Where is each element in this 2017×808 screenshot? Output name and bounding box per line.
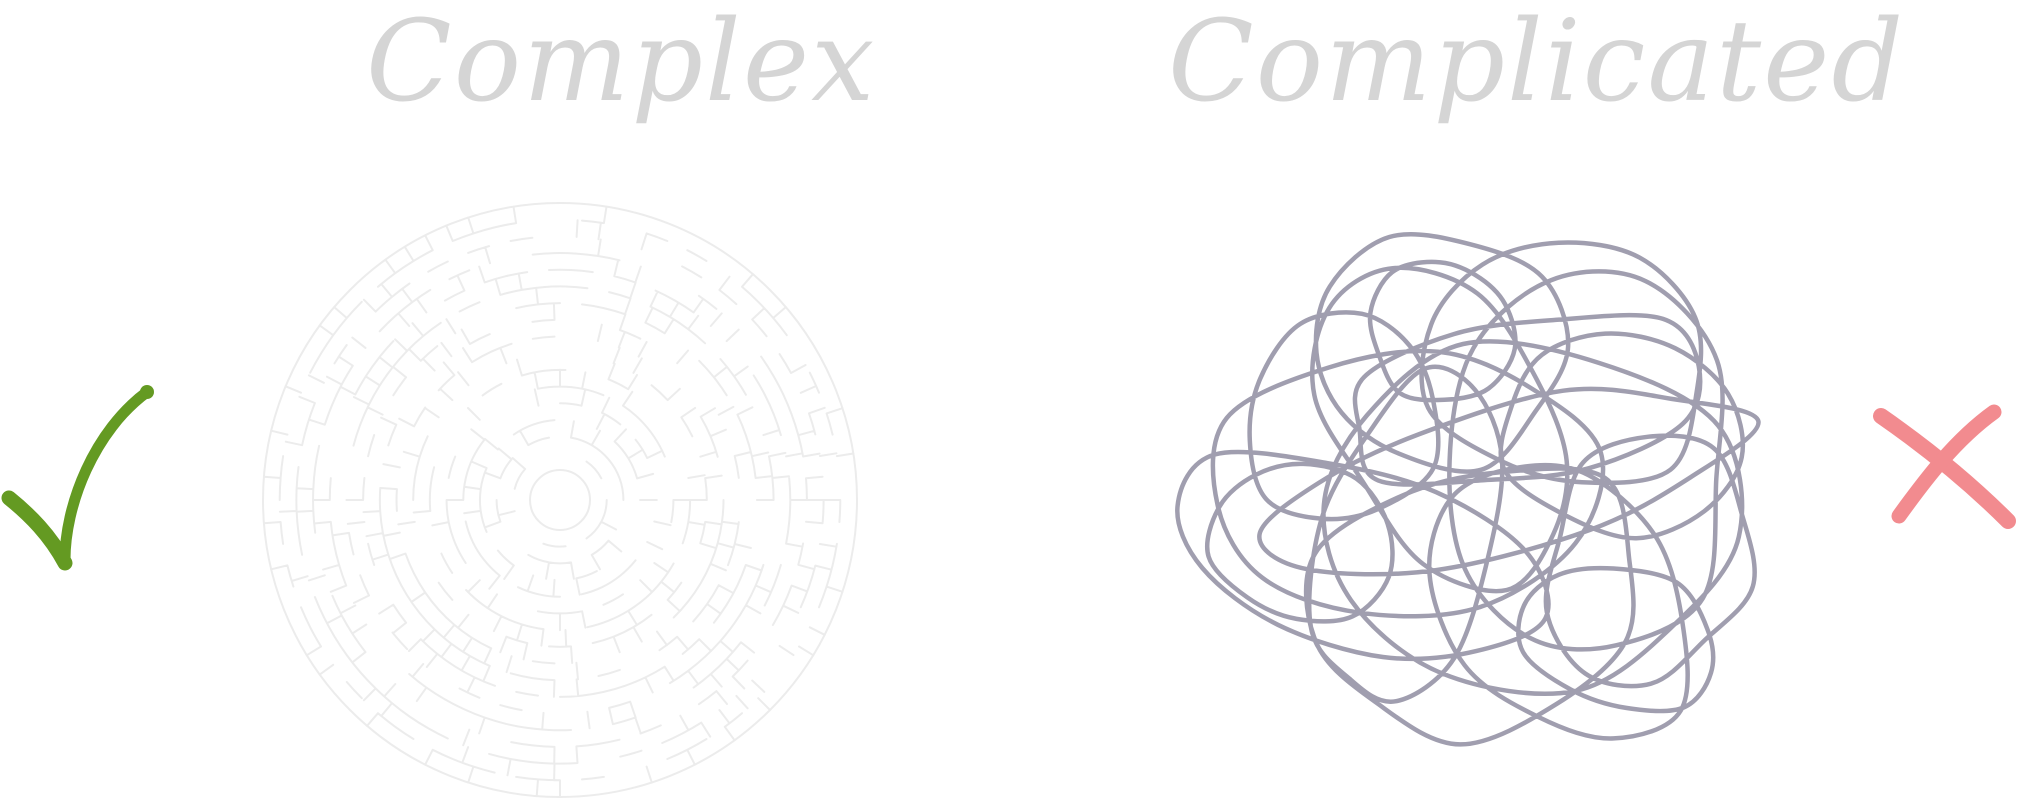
x-mark-icon xyxy=(1873,404,2016,529)
tangled-scribble-icon xyxy=(1175,231,1761,747)
complex-heading: Complex xyxy=(366,0,877,127)
circular-maze-icon xyxy=(262,202,858,798)
complicated-heading: Complicated xyxy=(1168,0,1906,127)
check-mark-icon xyxy=(1,385,154,571)
